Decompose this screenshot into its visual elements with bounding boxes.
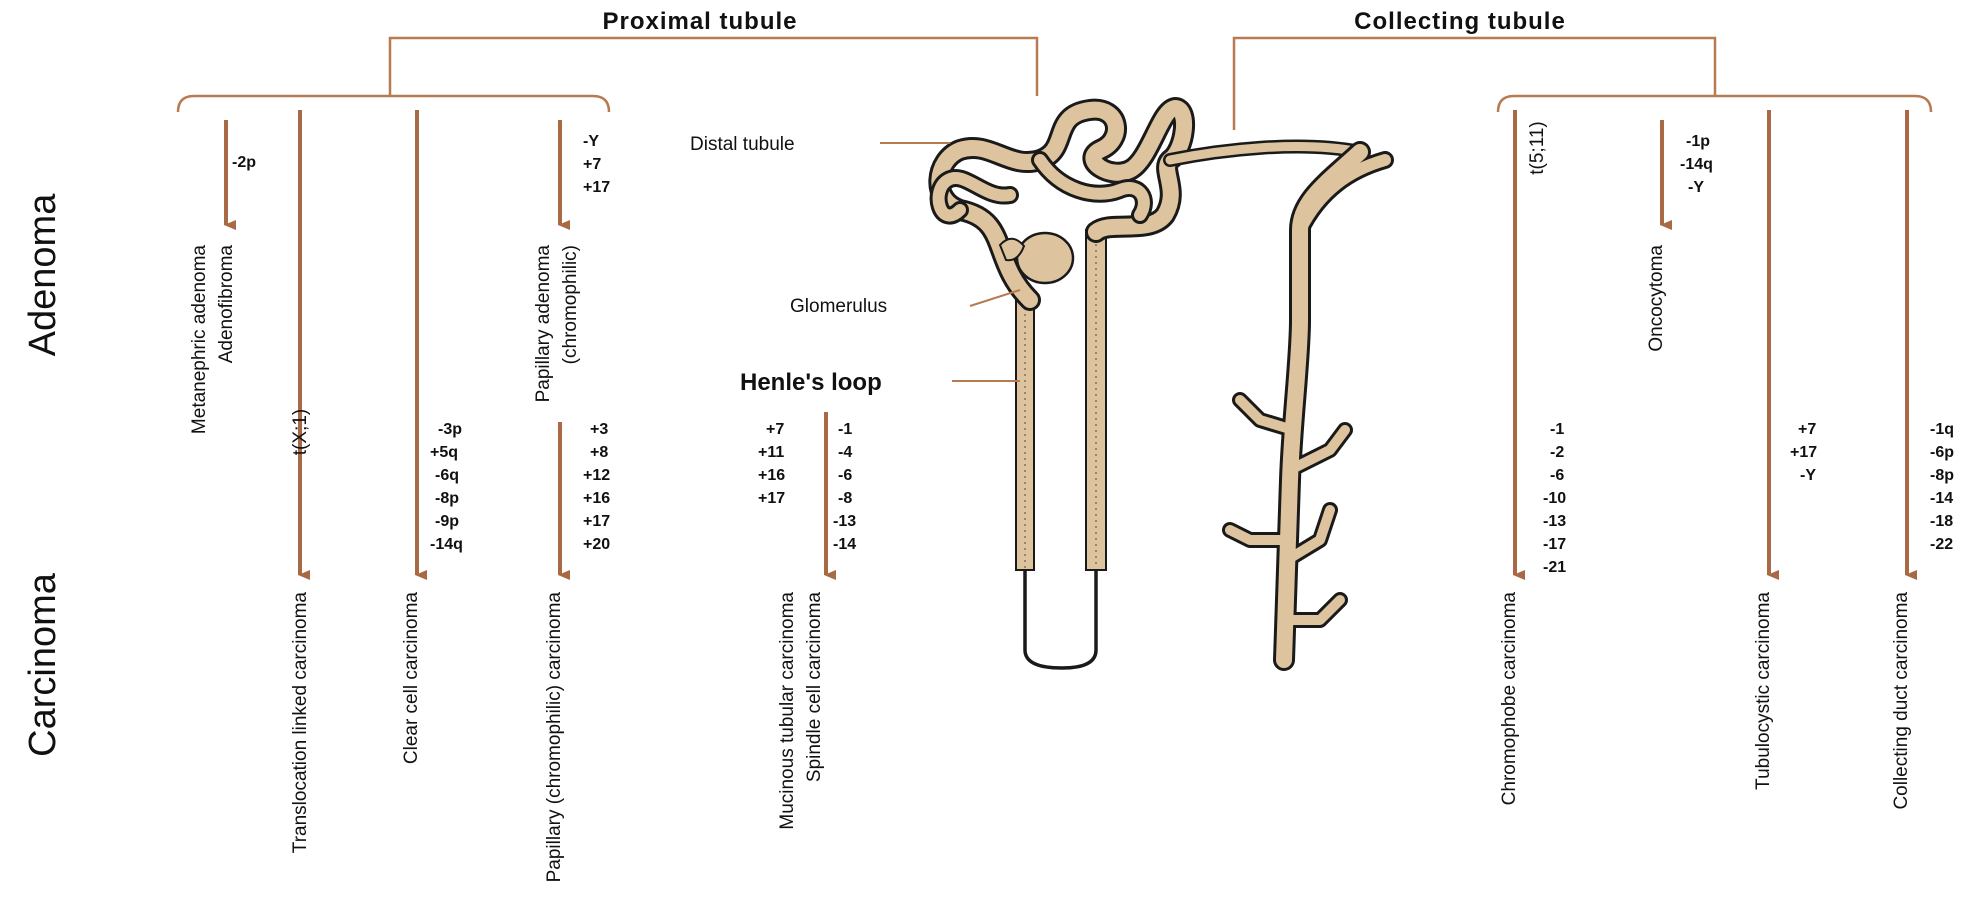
mutation-item: +7 <box>766 421 784 438</box>
mutation-item: +7 <box>1798 421 1816 438</box>
mutations-collecting-duct: -1q -6p -8p -14 -18 -22 <box>1930 421 1954 553</box>
mutation-item: -6 <box>838 467 852 484</box>
mutation-item: -1 <box>838 421 852 438</box>
mutation-item: -3p <box>438 421 462 438</box>
mutation-item: -1p <box>1686 133 1710 150</box>
mutation-item: +17 <box>758 490 785 507</box>
mutations-papillary-adenoma: -Y +7 +17 <box>583 133 610 196</box>
label-translocation-t511: t(5;11) <box>1527 121 1548 175</box>
mutation-item: -8p <box>435 490 459 507</box>
mutation-item: +7 <box>583 156 601 173</box>
carcinoma-side-label: Carcinoma <box>22 572 64 757</box>
mutations-clear-cell: -3p +5q -6q -8p -9p -14q <box>430 421 463 553</box>
mutation-item: -2 <box>1550 444 1564 461</box>
henle-loop-limbs <box>1016 230 1106 570</box>
mutation-item: +17 <box>583 513 610 530</box>
label-tubulocystic-carcinoma: Tubulocystic carcinoma <box>1753 592 1774 790</box>
henles-loop-label: Henle's loop <box>740 369 882 396</box>
mutation-item: +8 <box>590 444 608 461</box>
collecting-tubule-header: Collecting tubule <box>1354 8 1566 35</box>
mutations-metanephric: -2p <box>232 154 256 171</box>
mutation-item: -13 <box>1543 513 1566 530</box>
mutation-item: +20 <box>583 536 610 553</box>
mutation-item: -6 <box>1550 467 1564 484</box>
mutation-item: -2p <box>232 154 256 171</box>
mutation-item: -17 <box>1543 536 1566 553</box>
mutation-item: +11 <box>758 444 784 461</box>
proximal-bracket <box>178 38 1037 112</box>
label-translocation-txl: t(X;1) <box>290 409 311 455</box>
label-papillary-adenoma: Papillary adenoma <box>533 245 554 403</box>
nephron-illustration: Distal tubule Glomerulus Henle's loop <box>690 108 1385 668</box>
collecting-bracket <box>1234 38 1931 130</box>
distal-tubule-label: Distal tubule <box>690 134 795 155</box>
mutation-item: -13 <box>833 513 856 530</box>
mutation-item: -14q <box>430 536 463 553</box>
mutation-item: -Y <box>1688 179 1704 196</box>
label-collecting-duct-carcinoma: Collecting duct carcinoma <box>1891 592 1912 810</box>
mutation-item: +12 <box>583 467 610 484</box>
mutation-item: -Y <box>583 133 599 150</box>
label-clear-cell-carcinoma: Clear cell carcinoma <box>401 592 422 765</box>
mutation-item: -8 <box>838 490 852 507</box>
mutation-item: +5q <box>430 444 458 461</box>
label-chromophobe-carcinoma: Chromophobe carcinoma <box>1499 592 1520 806</box>
mutation-item: -10 <box>1543 490 1566 507</box>
collecting-duct <box>1230 152 1385 660</box>
mutation-item: -1 <box>1550 421 1564 438</box>
label-papillary-carcinoma: Papillary (chromophilic) carcinoma <box>544 592 565 883</box>
mutation-item: -14 <box>833 536 856 553</box>
mutations-tubulocystic: +7 +17 -Y <box>1790 421 1817 484</box>
mutation-item: -21 <box>1543 559 1566 576</box>
mutation-item: -4 <box>838 444 852 461</box>
mutation-item: -22 <box>1930 536 1953 553</box>
mutations-papillary-carcinoma: +3 +8 +12 +16 +17 +20 <box>583 421 610 553</box>
label-mucinous-tubular-carcinoma: Mucinous tubular carcinoma <box>777 592 798 830</box>
label-adenofibroma: Adenofibroma <box>216 245 237 364</box>
mutation-item: -14 <box>1930 490 1953 507</box>
label-papillary-adenoma-sub: (chromophilic) <box>560 245 581 364</box>
mutation-item: +17 <box>583 179 610 196</box>
mutations-mucinous-gains: +7 +11 +16 +17 <box>758 421 785 507</box>
adenoma-side-label: Adenoma <box>22 193 64 357</box>
label-oncocytoma: Oncocytoma <box>1646 245 1667 352</box>
mutation-item: +3 <box>590 421 608 438</box>
glomerulus-label: Glomerulus <box>790 296 887 317</box>
henle-loop-lower <box>1025 570 1096 668</box>
mutations-mucinous-losses: -1 -4 -6 -8 -13 -14 <box>833 421 856 553</box>
mutation-item: -6p <box>1930 444 1954 461</box>
mutation-item: -9p <box>435 513 459 530</box>
label-metanephric-adenoma: Metanephric adenoma <box>189 245 210 434</box>
mutation-item: -14q <box>1680 156 1713 173</box>
mutation-item: -8p <box>1930 467 1954 484</box>
label-spindle-cell-carcinoma: Spindle cell carcinoma <box>804 592 825 783</box>
mutation-item: -Y <box>1800 467 1816 484</box>
mutations-oncocytoma: -1p -14q -Y <box>1680 133 1713 196</box>
mutation-item: -18 <box>1930 513 1953 530</box>
proximal-tubule-header: Proximal tubule <box>602 8 797 35</box>
mutation-item: +16 <box>583 490 610 507</box>
mutation-item: -1q <box>1930 421 1954 438</box>
mutation-item: +16 <box>758 467 785 484</box>
label-translocation-carcinoma: Translocation linked carcinoma <box>290 592 311 854</box>
mutation-item: -6q <box>435 467 459 484</box>
mutation-item: +17 <box>1790 444 1817 461</box>
mutations-chromophobe: -1 -2 -6 -10 -13 -17 -21 <box>1543 421 1566 576</box>
